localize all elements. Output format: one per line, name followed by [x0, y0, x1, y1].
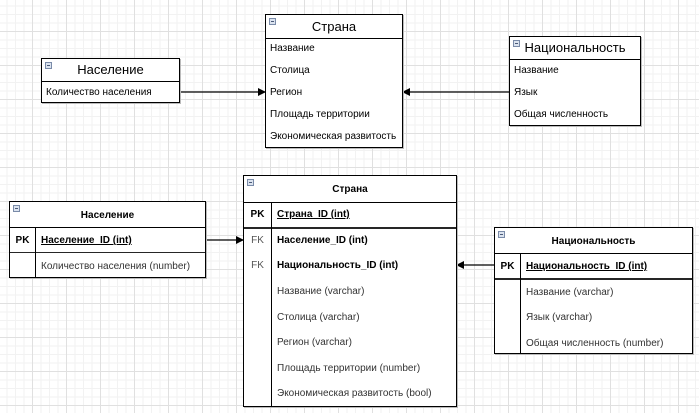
field: Язык (varchar) — [526, 312, 593, 323]
field: Название (varchar) — [277, 286, 365, 297]
table-population[interactable]: Население PK Население_ID (int) Количест… — [9, 201, 206, 278]
pk-field: Национальность_ID (int) — [526, 261, 648, 272]
field: Общая численность (number) — [526, 338, 664, 349]
attribute: Название — [514, 65, 559, 76]
attribute: Язык — [514, 87, 538, 98]
attribute: Регион — [270, 87, 303, 98]
field: Название (varchar) — [526, 287, 614, 298]
table-header: Страна — [244, 176, 456, 203]
entity-nationality[interactable]: Национальность Название Язык Общая числе… — [509, 36, 641, 126]
table-header: Население — [10, 202, 205, 228]
fk-field: Национальность_ID (int) — [277, 260, 399, 271]
attribute: Количество населения — [46, 87, 152, 98]
fk-label: FK — [251, 235, 264, 246]
key-column-divider — [520, 254, 521, 353]
table-title: Страна — [332, 184, 368, 195]
pk-label: PK — [250, 209, 265, 220]
table-title: Национальность — [551, 236, 636, 247]
collapse-icon[interactable] — [498, 231, 505, 238]
collapse-icon[interactable] — [45, 62, 52, 69]
field: Площадь территории (number) — [277, 363, 421, 374]
entity-country[interactable]: Страна Название Столица Регион Площадь т… — [265, 14, 403, 148]
field: Регион (varchar) — [277, 337, 352, 348]
entity-population[interactable]: Население Количество населения — [41, 58, 180, 103]
attribute: Столица — [270, 65, 310, 76]
collapse-icon[interactable] — [247, 179, 254, 186]
collapse-icon[interactable] — [513, 40, 520, 47]
attribute: Площадь территории — [270, 109, 370, 120]
entity-header: Население — [42, 59, 179, 82]
field: Количество населения (number) — [41, 261, 191, 272]
entity-header: Страна — [266, 15, 402, 39]
entity-title: Национальность — [524, 40, 626, 55]
pk-field: Страна_ID (int) — [277, 209, 350, 220]
table-country[interactable]: Страна PK Страна_ID (int) FK Население_I… — [243, 175, 457, 407]
attribute: Название — [270, 43, 315, 54]
table-header: Национальность — [495, 228, 692, 254]
field: Экономическая развитость (bool) — [277, 388, 432, 399]
pk-label: PK — [15, 235, 30, 246]
table-nationality[interactable]: Национальность PK Национальность_ID (int… — [494, 227, 693, 354]
table-title: Население — [80, 210, 135, 221]
attribute: Общая численность — [514, 109, 609, 120]
attribute: Экономическая развитость — [270, 131, 397, 142]
pk-divider — [244, 227, 456, 229]
collapse-icon[interactable] — [13, 205, 20, 212]
fk-label: FK — [251, 260, 264, 271]
entity-title: Страна — [311, 19, 357, 34]
key-column-divider — [271, 203, 272, 406]
pk-divider — [495, 278, 692, 280]
pk-label: PK — [500, 261, 515, 272]
entity-header: Национальность — [510, 37, 640, 60]
field: Столица (varchar) — [277, 312, 360, 323]
pk-field: Население_ID (int) — [41, 235, 132, 246]
fk-field: Население_ID (int) — [277, 235, 368, 246]
collapse-icon[interactable] — [269, 18, 276, 25]
pk-divider — [10, 252, 205, 253]
entity-title: Население — [77, 62, 144, 77]
